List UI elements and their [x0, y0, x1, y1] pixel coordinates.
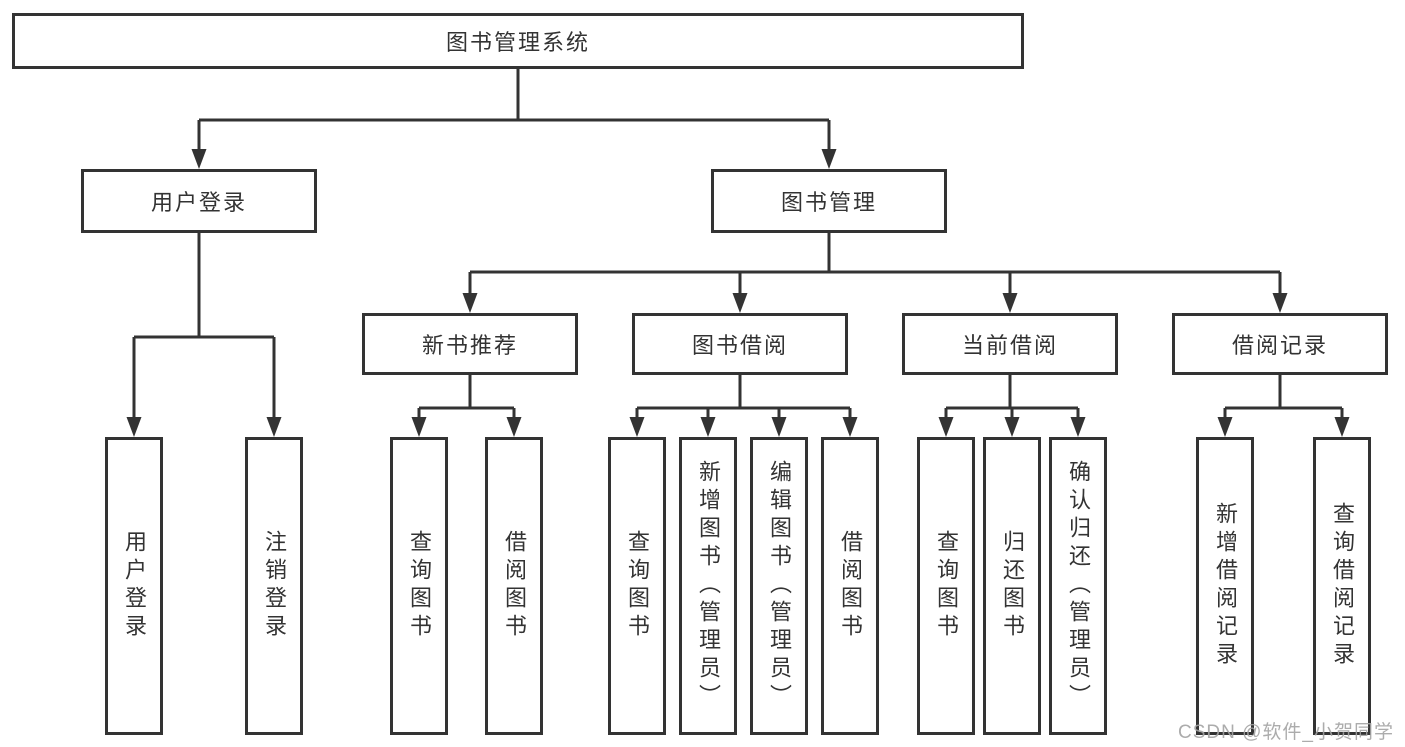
leaf-label: 查询借阅记录 — [1330, 502, 1355, 670]
leaf-return-books: 归还图书 — [983, 437, 1041, 735]
leaf-label: 归还图书 — [1000, 530, 1025, 642]
leaf-label: 借阅图书 — [838, 530, 863, 642]
leaf-edit-books-admin: 编辑图书（管理员） — [750, 437, 808, 735]
arrowhead-icons — [126, 149, 1350, 437]
node-current-borrowing: 当前借阅 — [902, 313, 1118, 375]
leaf-label: 借阅图书 — [502, 530, 527, 642]
leaf-label: 确认归还（管理员） — [1066, 460, 1091, 712]
leaf-label: 用户登录 — [122, 530, 147, 642]
node-label: 图书借阅 — [691, 333, 788, 358]
leaf-confirm-return-admin: 确认归还（管理员） — [1049, 437, 1107, 735]
node-book-management: 图书管理 — [711, 169, 947, 233]
node-book-borrowing: 图书借阅 — [632, 313, 848, 375]
connector-shafts — [132, 69, 1344, 420]
node-label: 借阅记录 — [1231, 333, 1328, 358]
leaf-user-login: 用户登录 — [105, 437, 163, 735]
leaf-label: 查询图书 — [625, 530, 650, 642]
node-label: 图书管理 — [780, 190, 877, 215]
node-label: 当前借阅 — [961, 333, 1058, 358]
node-label: 用户登录 — [150, 190, 247, 215]
node-label: 新书推荐 — [421, 333, 518, 358]
leaf-query-books: 查询图书 — [390, 437, 448, 735]
leaf-borrow-books: 借阅图书 — [821, 437, 879, 735]
leaf-logout: 注销登录 — [245, 437, 303, 735]
csdn-watermark: CSDN @软件_小贺同学 — [1178, 722, 1394, 743]
leaf-label: 查询图书 — [934, 530, 959, 642]
leaf-query-books: 查询图书 — [917, 437, 975, 735]
leaf-query-books: 查询图书 — [608, 437, 666, 735]
leaf-label: 查询图书 — [407, 530, 432, 642]
node-label: 图书管理系统 — [445, 30, 590, 55]
node-borrowing-records: 借阅记录 — [1172, 313, 1388, 375]
leaf-label: 注销登录 — [262, 530, 287, 642]
leaf-label: 新增图书（管理员） — [696, 460, 721, 712]
leaf-borrow-books: 借阅图书 — [485, 437, 543, 735]
node-user-login: 用户登录 — [81, 169, 317, 233]
leaf-add-books-admin: 新增图书（管理员） — [679, 437, 737, 735]
node-library-management-system: 图书管理系统 — [12, 13, 1024, 69]
node-new-book-recommendation: 新书推荐 — [362, 313, 578, 375]
leaf-label: 新增借阅记录 — [1213, 502, 1238, 670]
leaf-add-borrow-record: 新增借阅记录 — [1196, 437, 1254, 735]
leaf-label: 编辑图书（管理员） — [767, 460, 792, 712]
leaf-query-borrow-record: 查询借阅记录 — [1313, 437, 1371, 735]
